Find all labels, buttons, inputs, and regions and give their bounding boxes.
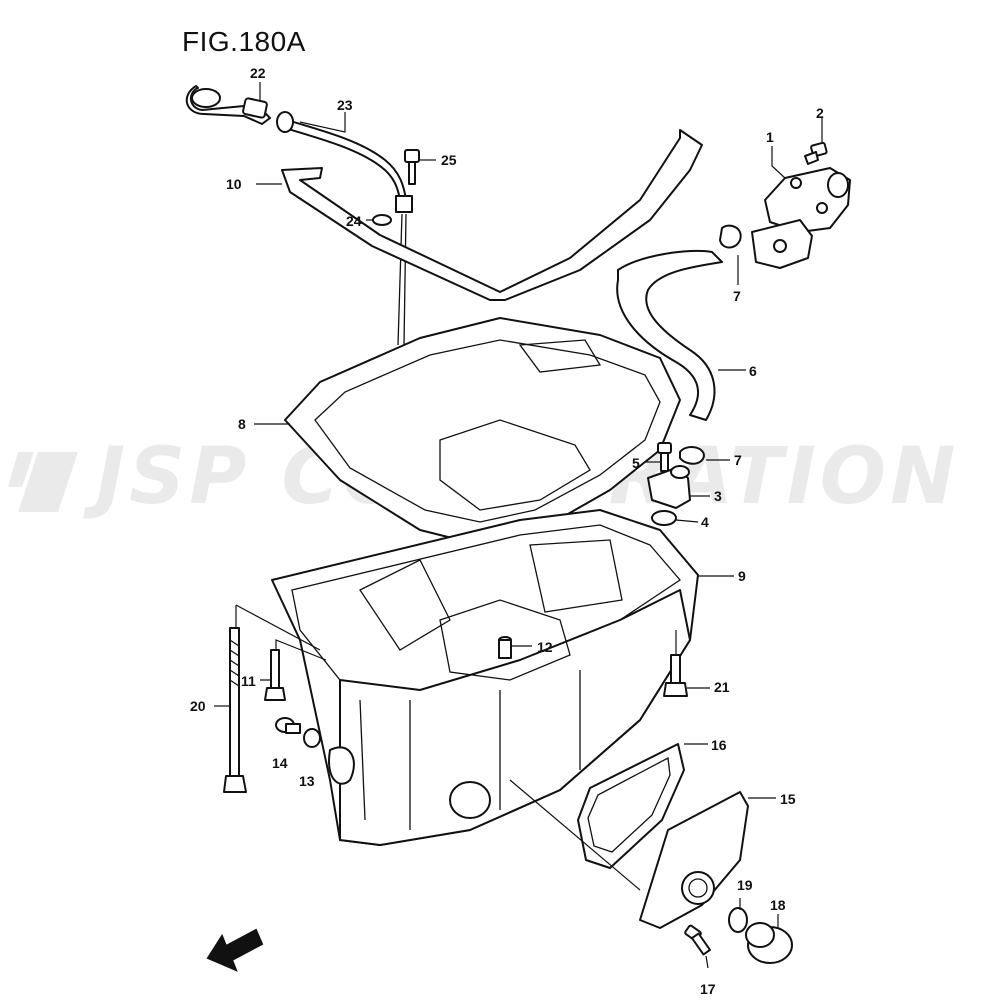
bolt-20 [223,627,247,793]
fitting-3-port [670,465,690,479]
callout-c22: 22 [250,65,266,81]
bolt-25 [404,149,420,185]
callout-c21: 21 [714,679,730,695]
callout-c7b: 7 [734,452,742,468]
callout-c16: 16 [711,737,727,753]
callout-c20: 20 [190,698,206,714]
gasket-16 [577,743,685,869]
callout-c5: 5 [632,455,640,471]
callout-c10: 10 [226,176,242,192]
bolt-5 [657,442,672,472]
clip-7-upper [719,224,742,249]
callout-c19: 19 [737,877,753,893]
callout-c25: 25 [441,152,457,168]
bracket-10 [281,129,703,301]
plug-14 [275,717,301,734]
bolt-21 [663,654,688,697]
hose-6 [616,249,723,421]
callout-c15: 15 [780,791,796,807]
cover-15-port [681,871,715,905]
fwd-arrow-icon [206,928,264,972]
callout-c12: 12 [537,639,553,655]
callout-c1: 1 [766,129,774,145]
callout-c3: 3 [714,488,722,504]
o-ring-24 [372,214,392,226]
pin-12 [498,636,512,659]
callout-c24: 24 [346,213,362,229]
callout-c2: 2 [816,105,824,121]
washer-19 [728,907,748,933]
gasket-8 [284,317,681,546]
callout-c13: 13 [299,773,315,789]
dipstick-tube [276,111,413,346]
jsp-logo-mark [8,451,78,512]
callout-c18: 18 [770,897,786,913]
bolt-11 [264,649,286,701]
callout-c14: 14 [272,755,288,771]
o-ring-4 [651,510,677,526]
callout-c11: 11 [241,673,256,689]
callout-c7a: 7 [733,288,741,304]
washer-13 [303,728,321,748]
figure-title: FIG.180A [182,26,306,57]
dipstick-handle [185,85,271,125]
drain-plug-18 [745,922,793,964]
bolt-17 [684,924,712,956]
cover-15 [639,791,749,929]
clip-7-lower [679,446,705,465]
bolt-2 [804,141,828,165]
callout-c23: 23 [337,97,353,113]
callout-labels: 1234567789101112131415161718192021222324… [190,65,824,997]
oil-pan-9 [271,509,699,846]
leader-lines [214,82,823,969]
callout-c8: 8 [238,416,246,432]
housing-1 [751,167,851,269]
callout-c6: 6 [749,363,757,379]
callout-c4: 4 [701,514,709,530]
callout-c9: 9 [738,568,746,584]
callout-c17: 17 [700,981,716,997]
